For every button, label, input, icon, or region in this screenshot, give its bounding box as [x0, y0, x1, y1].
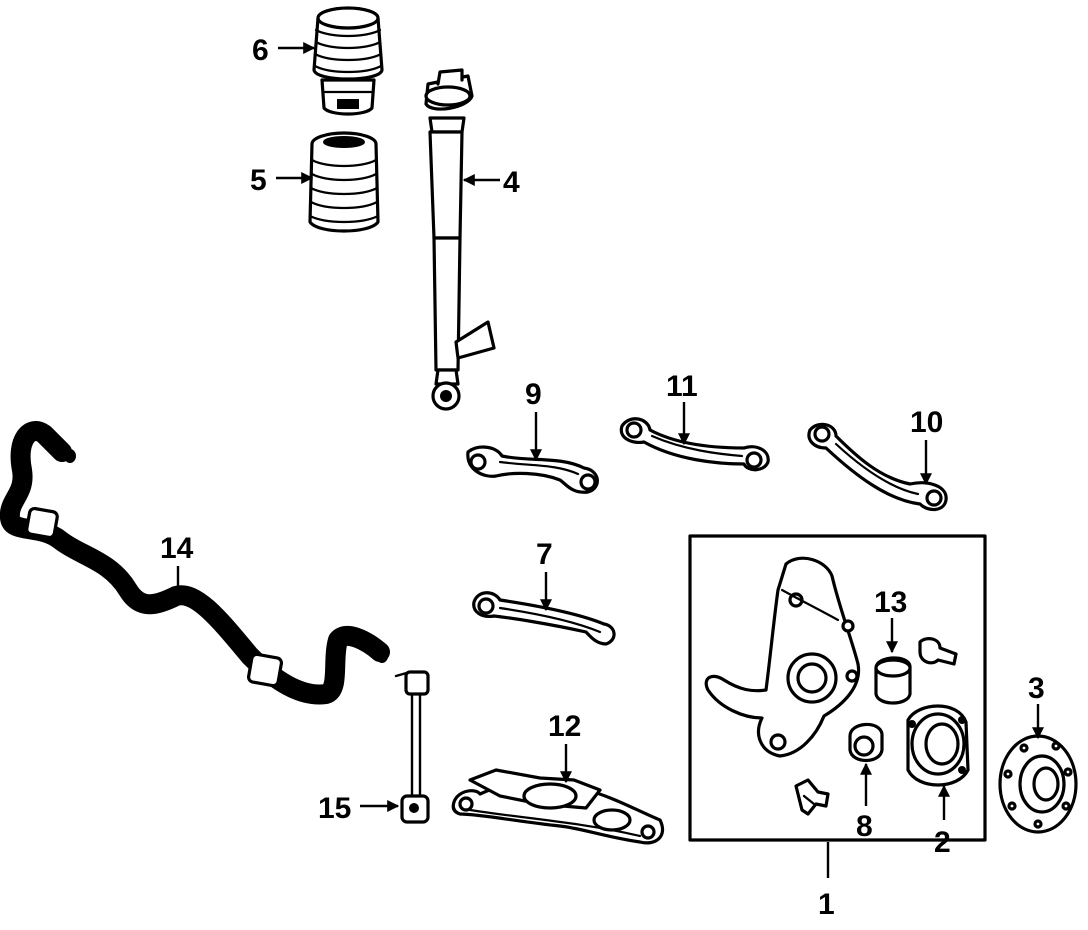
part-1-steering-knuckle: [704, 556, 861, 758]
callout-7: 7: [536, 538, 553, 571]
part-4-shock-absorber: [424, 68, 496, 411]
part-15-stabilizer-link: [394, 670, 430, 824]
callout-6: 6: [252, 34, 269, 67]
part-14-stabilizer-bar: [0, 421, 390, 705]
part-1-bolt: [918, 637, 958, 666]
callout-15: 15: [318, 792, 351, 825]
callout-5: 5: [250, 164, 267, 197]
callout-2: 2: [934, 826, 951, 859]
callout-11: 11: [666, 370, 698, 403]
part-1-sensor: [794, 778, 830, 816]
callout-8: 8: [856, 810, 873, 843]
part-8-bushing: [848, 722, 884, 763]
callout-10: 10: [910, 406, 943, 439]
part-9-control-arm: [466, 445, 599, 494]
part-10-camber-arm: [807, 422, 948, 512]
part-7-tie-rod: [472, 591, 616, 646]
callout-9: 9: [525, 378, 542, 411]
part-2-wheel-bearing: [906, 704, 970, 787]
part-12-lower-control-arm: [451, 768, 665, 845]
callout-leaders: [172, 42, 1044, 878]
callout-14: 14: [160, 532, 194, 565]
part-1-group-frame: [688, 534, 987, 842]
part-13-bushing: [874, 656, 912, 705]
callout-4: 4: [503, 166, 520, 199]
part-3-wheel-hub: [998, 734, 1078, 834]
callout-3: 3: [1028, 672, 1045, 705]
callout-12: 12: [548, 710, 581, 743]
callout-13: 13: [874, 586, 907, 619]
part-11-link: [619, 417, 770, 472]
part-5-bellows: [308, 131, 380, 233]
callout-1: 1: [818, 888, 835, 921]
part-6-air-spring: [312, 6, 384, 116]
